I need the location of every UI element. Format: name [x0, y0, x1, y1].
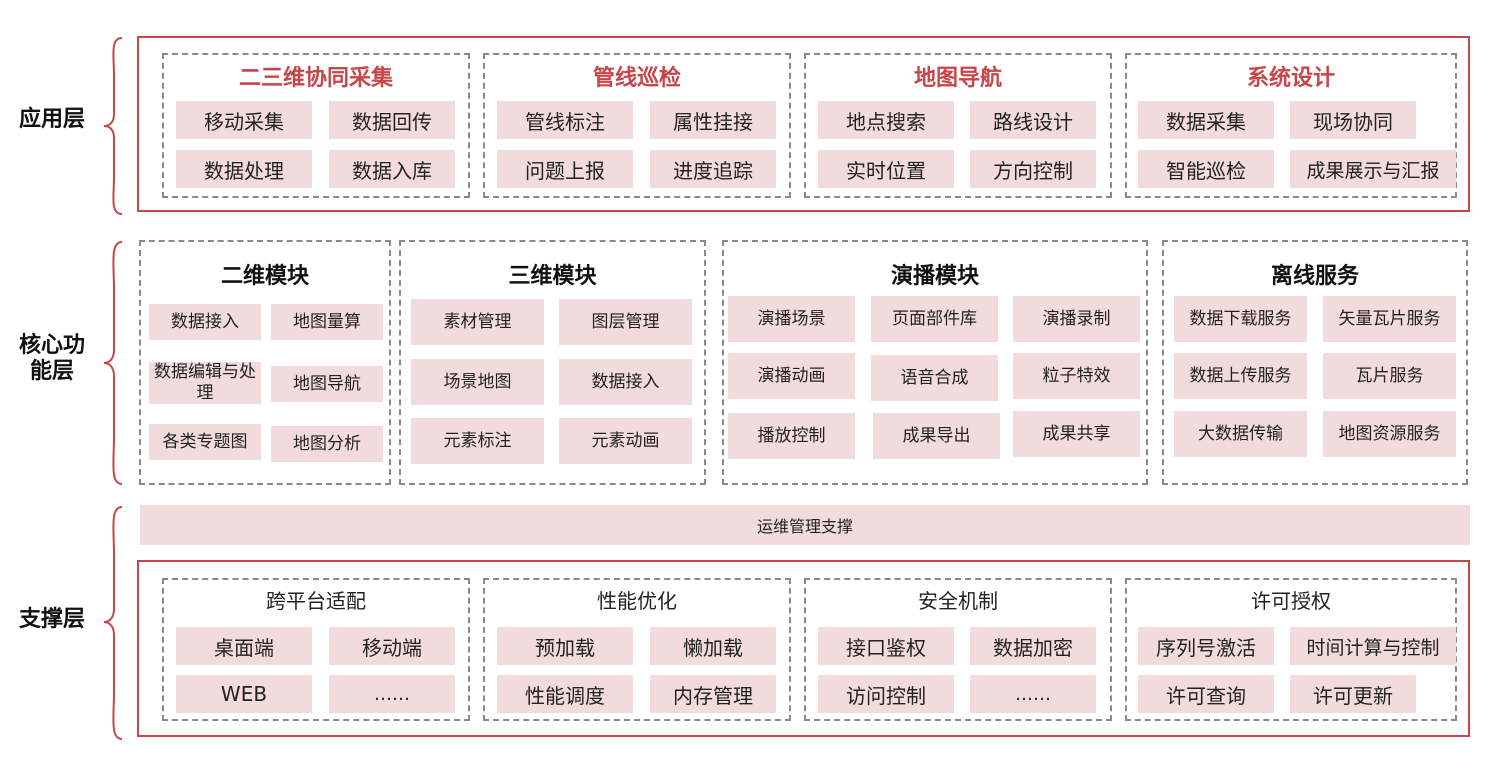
support-group-title: 性能优化	[597, 589, 677, 613]
app-item: 现场协同	[1290, 101, 1416, 139]
support-item: 许可查询	[1138, 675, 1274, 713]
app-group-navigation	[804, 53, 1112, 198]
core-item: 瓦片服务	[1323, 353, 1456, 399]
core-group-2d	[139, 240, 391, 485]
core-item: 地图导航	[271, 366, 383, 402]
app-group-collection	[162, 53, 470, 198]
core-group-title: 演播模块	[890, 264, 979, 289]
brace-support	[103, 506, 123, 740]
core-item: 大数据传输	[1174, 411, 1307, 457]
support-group-title: 许可授权	[1251, 589, 1331, 613]
app-item: 地点搜索	[818, 101, 954, 139]
layer-label-support: 支撑层	[18, 607, 85, 632]
support-item: 序列号激活	[1138, 627, 1274, 665]
app-item: 成果展示与汇报	[1290, 150, 1456, 188]
support-item: WEB	[176, 675, 312, 713]
support-item: 移动端	[329, 627, 455, 665]
support-item: 许可更新	[1290, 675, 1416, 713]
app-item: 数据采集	[1138, 101, 1274, 139]
core-group-title: 离线服务	[1270, 264, 1359, 289]
core-item: 粒子特效	[1013, 353, 1140, 399]
core-item: 演播场景	[728, 296, 855, 342]
app-group-title: 地图导航	[913, 66, 1002, 91]
support-item: 懒加载	[650, 627, 776, 665]
support-item: 时间计算与控制	[1290, 627, 1456, 665]
support-group-security	[804, 578, 1112, 721]
support-layer-frame	[137, 560, 1470, 737]
core-item: 地图分析	[271, 426, 383, 462]
app-group-title: 二三维协同采集	[238, 66, 393, 91]
support-group-title: 安全机制	[918, 589, 998, 613]
core-item: 场景地图	[411, 359, 544, 405]
core-item: 元素动画	[559, 418, 692, 464]
support-item: 内存管理	[650, 675, 776, 713]
core-item: 演播录制	[1013, 296, 1140, 342]
app-item: 方向控制	[970, 150, 1096, 188]
core-group-title: 二维模块	[220, 264, 309, 289]
core-item: 数据接入	[559, 359, 692, 405]
layer-label-core: 核心功 能层	[18, 333, 85, 384]
support-item: ……	[329, 675, 455, 713]
core-item: 语音合成	[871, 355, 998, 401]
support-group-licensing	[1125, 578, 1457, 721]
support-item: 访问控制	[818, 675, 954, 713]
app-item: 进度追踪	[650, 150, 776, 188]
core-item: 演播动画	[728, 353, 855, 399]
app-item: 问题上报	[497, 150, 633, 188]
core-item: 成果共享	[1013, 411, 1140, 457]
app-item: 数据处理	[176, 150, 312, 188]
core-group-3d	[399, 240, 706, 485]
core-item: 数据编辑与处理	[149, 362, 261, 404]
app-item: 管线标注	[497, 101, 633, 139]
core-item: 页面部件库	[871, 296, 998, 342]
support-group-performance	[483, 578, 791, 721]
core-group-title: 三维模块	[508, 264, 597, 289]
app-item: 路线设计	[970, 101, 1096, 139]
core-item: 元素标注	[411, 418, 544, 464]
app-item: 数据入库	[329, 150, 455, 188]
support-item: 接口鉴权	[818, 627, 954, 665]
brace-app	[103, 37, 123, 215]
core-item: 素材管理	[411, 299, 544, 345]
core-item: 数据下载服务	[1174, 296, 1307, 342]
layer-label-app: 应用层	[18, 107, 85, 132]
support-item: 性能调度	[497, 675, 633, 713]
app-group-title: 管线巡检	[592, 66, 681, 91]
app-layer-frame	[137, 36, 1470, 212]
core-item: 地图资源服务	[1323, 411, 1456, 457]
support-item: 数据加密	[970, 627, 1096, 665]
core-item: 地图量算	[271, 304, 383, 340]
support-item: 预加载	[497, 627, 633, 665]
core-item: 播放控制	[728, 413, 855, 459]
ops-support-bar: 运维管理支撑	[140, 505, 1470, 545]
support-group-crossplatform	[162, 578, 470, 721]
app-item: 智能巡检	[1138, 150, 1274, 188]
core-item: 矢量瓦片服务	[1323, 296, 1456, 342]
support-item: 桌面端	[176, 627, 312, 665]
support-group-title: 跨平台适配	[266, 589, 366, 613]
app-group-inspection	[483, 53, 791, 198]
app-item: 实时位置	[818, 150, 954, 188]
app-item: 数据回传	[329, 101, 455, 139]
app-item: 属性挂接	[650, 101, 776, 139]
brace-core	[103, 241, 123, 485]
support-item: ……	[970, 675, 1096, 713]
core-item: 数据上传服务	[1174, 353, 1307, 399]
core-item: 图层管理	[559, 299, 692, 345]
core-item: 各类专题图	[149, 424, 261, 460]
core-item: 数据接入	[149, 304, 261, 340]
app-item: 移动采集	[176, 101, 312, 139]
core-group-presentation	[722, 240, 1148, 485]
app-group-title: 系统设计	[1246, 66, 1335, 91]
core-group-offline	[1162, 240, 1468, 485]
core-item: 成果导出	[873, 413, 1000, 459]
app-group-system	[1125, 53, 1457, 198]
